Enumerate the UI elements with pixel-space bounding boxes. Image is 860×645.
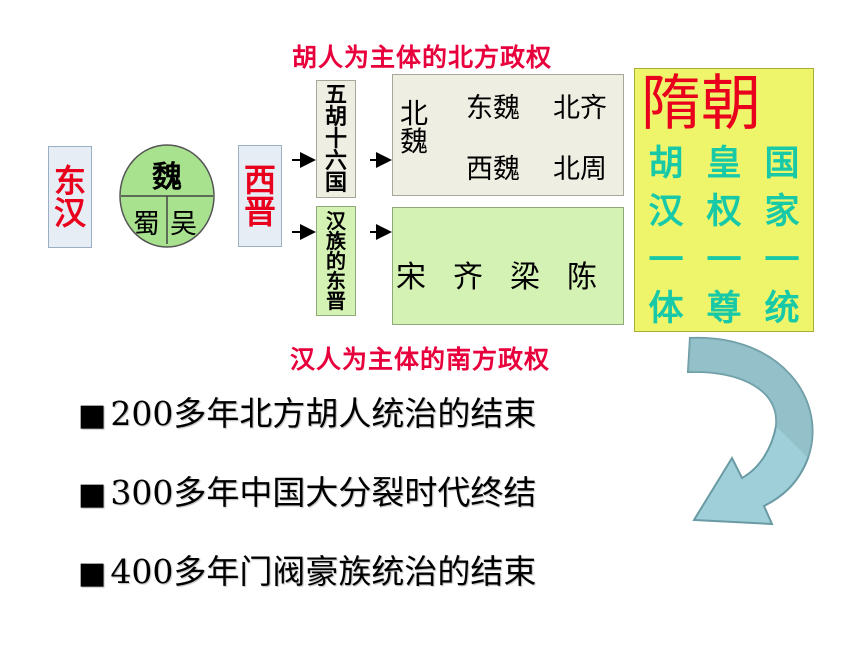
square-bullet-icon: ■	[78, 556, 107, 591]
sui-dynasty-panel	[634, 68, 814, 332]
dong-han-char-2: 汉	[53, 194, 86, 232]
sui-column-3: 国 家 一 统	[758, 146, 806, 326]
dong-jin-char-5: 晋	[326, 289, 346, 313]
bei-wei-label: 北 魏	[400, 100, 428, 156]
stat-text-1: 200多年北方胡人统治的结束	[110, 394, 537, 433]
wuhu-sixteen-kingdoms-box: 五 胡 十 六 国	[316, 80, 356, 198]
northern-dynasties-box	[392, 74, 624, 196]
sui-col3-char-3: 一	[764, 239, 800, 281]
wuhu-char-3: 十	[324, 126, 347, 152]
dong-han-char-1: 东	[53, 162, 86, 200]
sui-col1-char-3: 一	[648, 239, 684, 281]
bei-qi-label: 北齐	[553, 93, 607, 124]
dong-wei-label: 东魏	[466, 93, 520, 124]
dong-jin-char-2: 族	[326, 229, 346, 253]
chen-label: 陈	[567, 260, 597, 295]
xi-wei-label: 西魏	[466, 154, 520, 185]
bei-wei-char-1: 北	[400, 97, 429, 130]
sui-col1-char-1: 胡	[648, 143, 684, 184]
xi-jin-char-1: 西	[243, 161, 276, 199]
wuhu-char-4: 六	[324, 148, 347, 174]
south-regime-caption: 汉人为主体的南方政权	[290, 345, 551, 374]
sui-col2-char-3: 一	[706, 239, 742, 281]
bei-wei-char-2: 魏	[400, 125, 429, 158]
dong-jin-char-3: 的	[326, 249, 346, 273]
square-bullet-icon: ■	[78, 398, 107, 433]
three-kingdoms-ellipse	[119, 144, 215, 248]
stat-line-2: ■300多年中国大分裂时代终结	[78, 466, 536, 514]
sui-col3-char-1: 国	[764, 143, 800, 184]
sui-col3-char-2: 家	[764, 191, 800, 233]
sui-column-2: 皇 权 一 尊	[700, 146, 748, 326]
wuhu-char-2: 胡	[324, 104, 347, 130]
xi-jin-box: 西 晋	[238, 145, 282, 247]
sui-col3-char-4: 统	[764, 287, 800, 329]
stat-text-3: 400多年门阀豪族统治的结束	[110, 552, 537, 591]
qi-label: 齐	[453, 260, 483, 295]
stat-text-2: 300多年中国大分裂时代终结	[110, 473, 537, 512]
bei-zhou-label: 北周	[553, 154, 607, 185]
dong-jin-box: 汉 族 的 东 晋	[316, 206, 356, 316]
north-regime-caption: 胡人为主体的北方政权	[292, 43, 553, 72]
wei-label: 魏	[152, 160, 182, 195]
dong-jin-char-4: 东	[326, 269, 346, 293]
sui-col1-char-2: 汉	[648, 191, 684, 233]
stat-line-1: ■200多年北方胡人统治的结束	[78, 387, 536, 435]
sui-col2-char-1: 皇	[706, 143, 742, 184]
song-label: 宋	[396, 260, 426, 295]
southern-dynasties-box	[392, 207, 624, 325]
square-bullet-icon: ■	[78, 477, 107, 512]
sui-col2-char-4: 尊	[706, 287, 742, 329]
sui-col1-char-4: 体	[648, 287, 684, 329]
sui-col2-char-2: 权	[706, 191, 742, 233]
sui-title: 隋朝	[641, 69, 761, 139]
dong-han-box: 东 汉	[48, 146, 92, 248]
wuhu-char-1: 五	[324, 82, 347, 108]
wuhu-char-5: 国	[324, 170, 347, 196]
dong-jin-char-1: 汉	[326, 209, 346, 233]
curved-arrow-icon	[686, 336, 814, 526]
xi-jin-char-2: 晋	[243, 193, 276, 231]
stat-line-3: ■400多年门阀豪族统治的结束	[78, 545, 536, 593]
liang-label: 梁	[510, 260, 540, 295]
wu-label: 吴	[170, 209, 197, 240]
sui-column-1: 胡 汉 一 体	[642, 146, 690, 326]
shu-label: 蜀	[133, 209, 160, 240]
